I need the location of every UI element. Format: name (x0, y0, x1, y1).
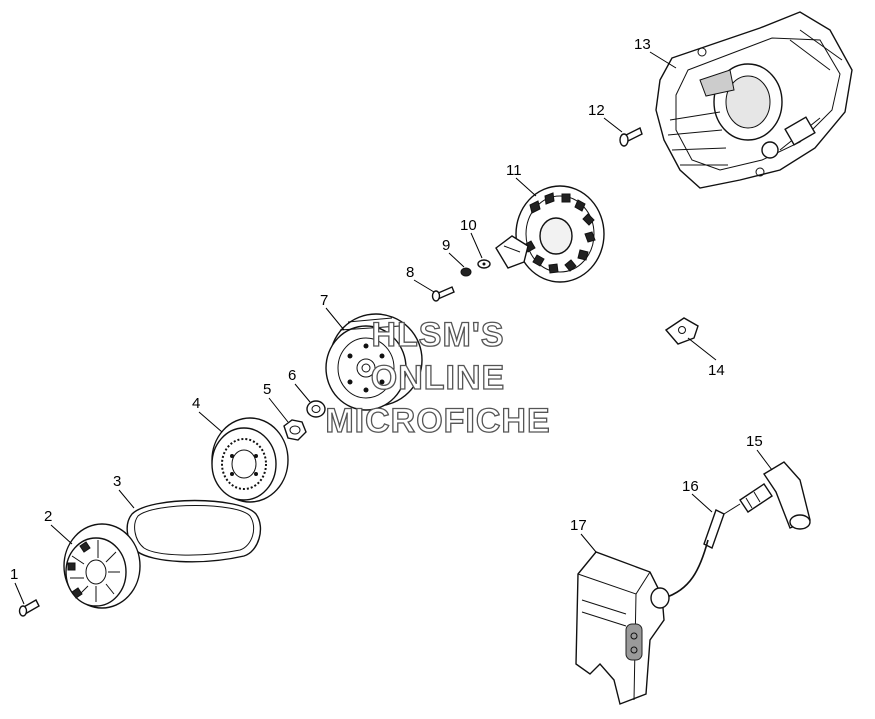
label-8: 8 (406, 264, 414, 281)
part-9-nut (460, 267, 472, 277)
watermark-line-2: ONLINE (371, 359, 505, 397)
label-12: 12 (588, 102, 605, 119)
watermark-line-1: HLSM'S (371, 316, 504, 354)
part-13-crankcase-cover (655, 11, 853, 189)
label-3: 3 (113, 473, 121, 490)
label-1: 1 (10, 566, 18, 583)
watermark: HLSM'S ONLINE MICROFICHE (325, 315, 551, 440)
label-13: 13 (634, 36, 651, 53)
part-16-ignition-wire (663, 503, 741, 599)
part-7-flywheel (325, 313, 423, 411)
watermark-line-3: MICROFICHE (325, 402, 550, 440)
leader-lines (14, 51, 773, 605)
part-2-driven-pulley (63, 523, 141, 609)
part-15-spark-plug-cap (739, 461, 811, 530)
label-6: 6 (288, 367, 296, 384)
part-14-clip (664, 317, 699, 345)
part-6-washer (306, 400, 326, 418)
label-10: 10 (460, 217, 477, 234)
part-8-bolt (431, 286, 455, 302)
part-4-drive-pulley (211, 417, 289, 503)
label-15: 15 (746, 433, 763, 450)
label-2: 2 (44, 508, 52, 525)
label-17: 17 (570, 517, 587, 534)
label-11: 11 (506, 162, 522, 179)
label-9: 9 (442, 237, 450, 254)
label-7: 7 (320, 292, 328, 309)
part-1-bolt (18, 599, 40, 617)
part-10-washer (477, 259, 491, 269)
label-16: 16 (682, 478, 699, 495)
label-5: 5 (263, 381, 271, 398)
part-3-belt (126, 499, 262, 563)
label-4: 4 (192, 395, 200, 412)
part-17-ignition-coil (575, 551, 670, 705)
part-12-bolt (619, 127, 643, 147)
part-labels: 1 2 3 4 5 6 7 8 9 10 11 12 13 14 15 16 1… (10, 36, 763, 583)
part-11-stator (495, 185, 605, 283)
part-5-nut (283, 419, 307, 441)
label-14: 14 (708, 362, 725, 379)
